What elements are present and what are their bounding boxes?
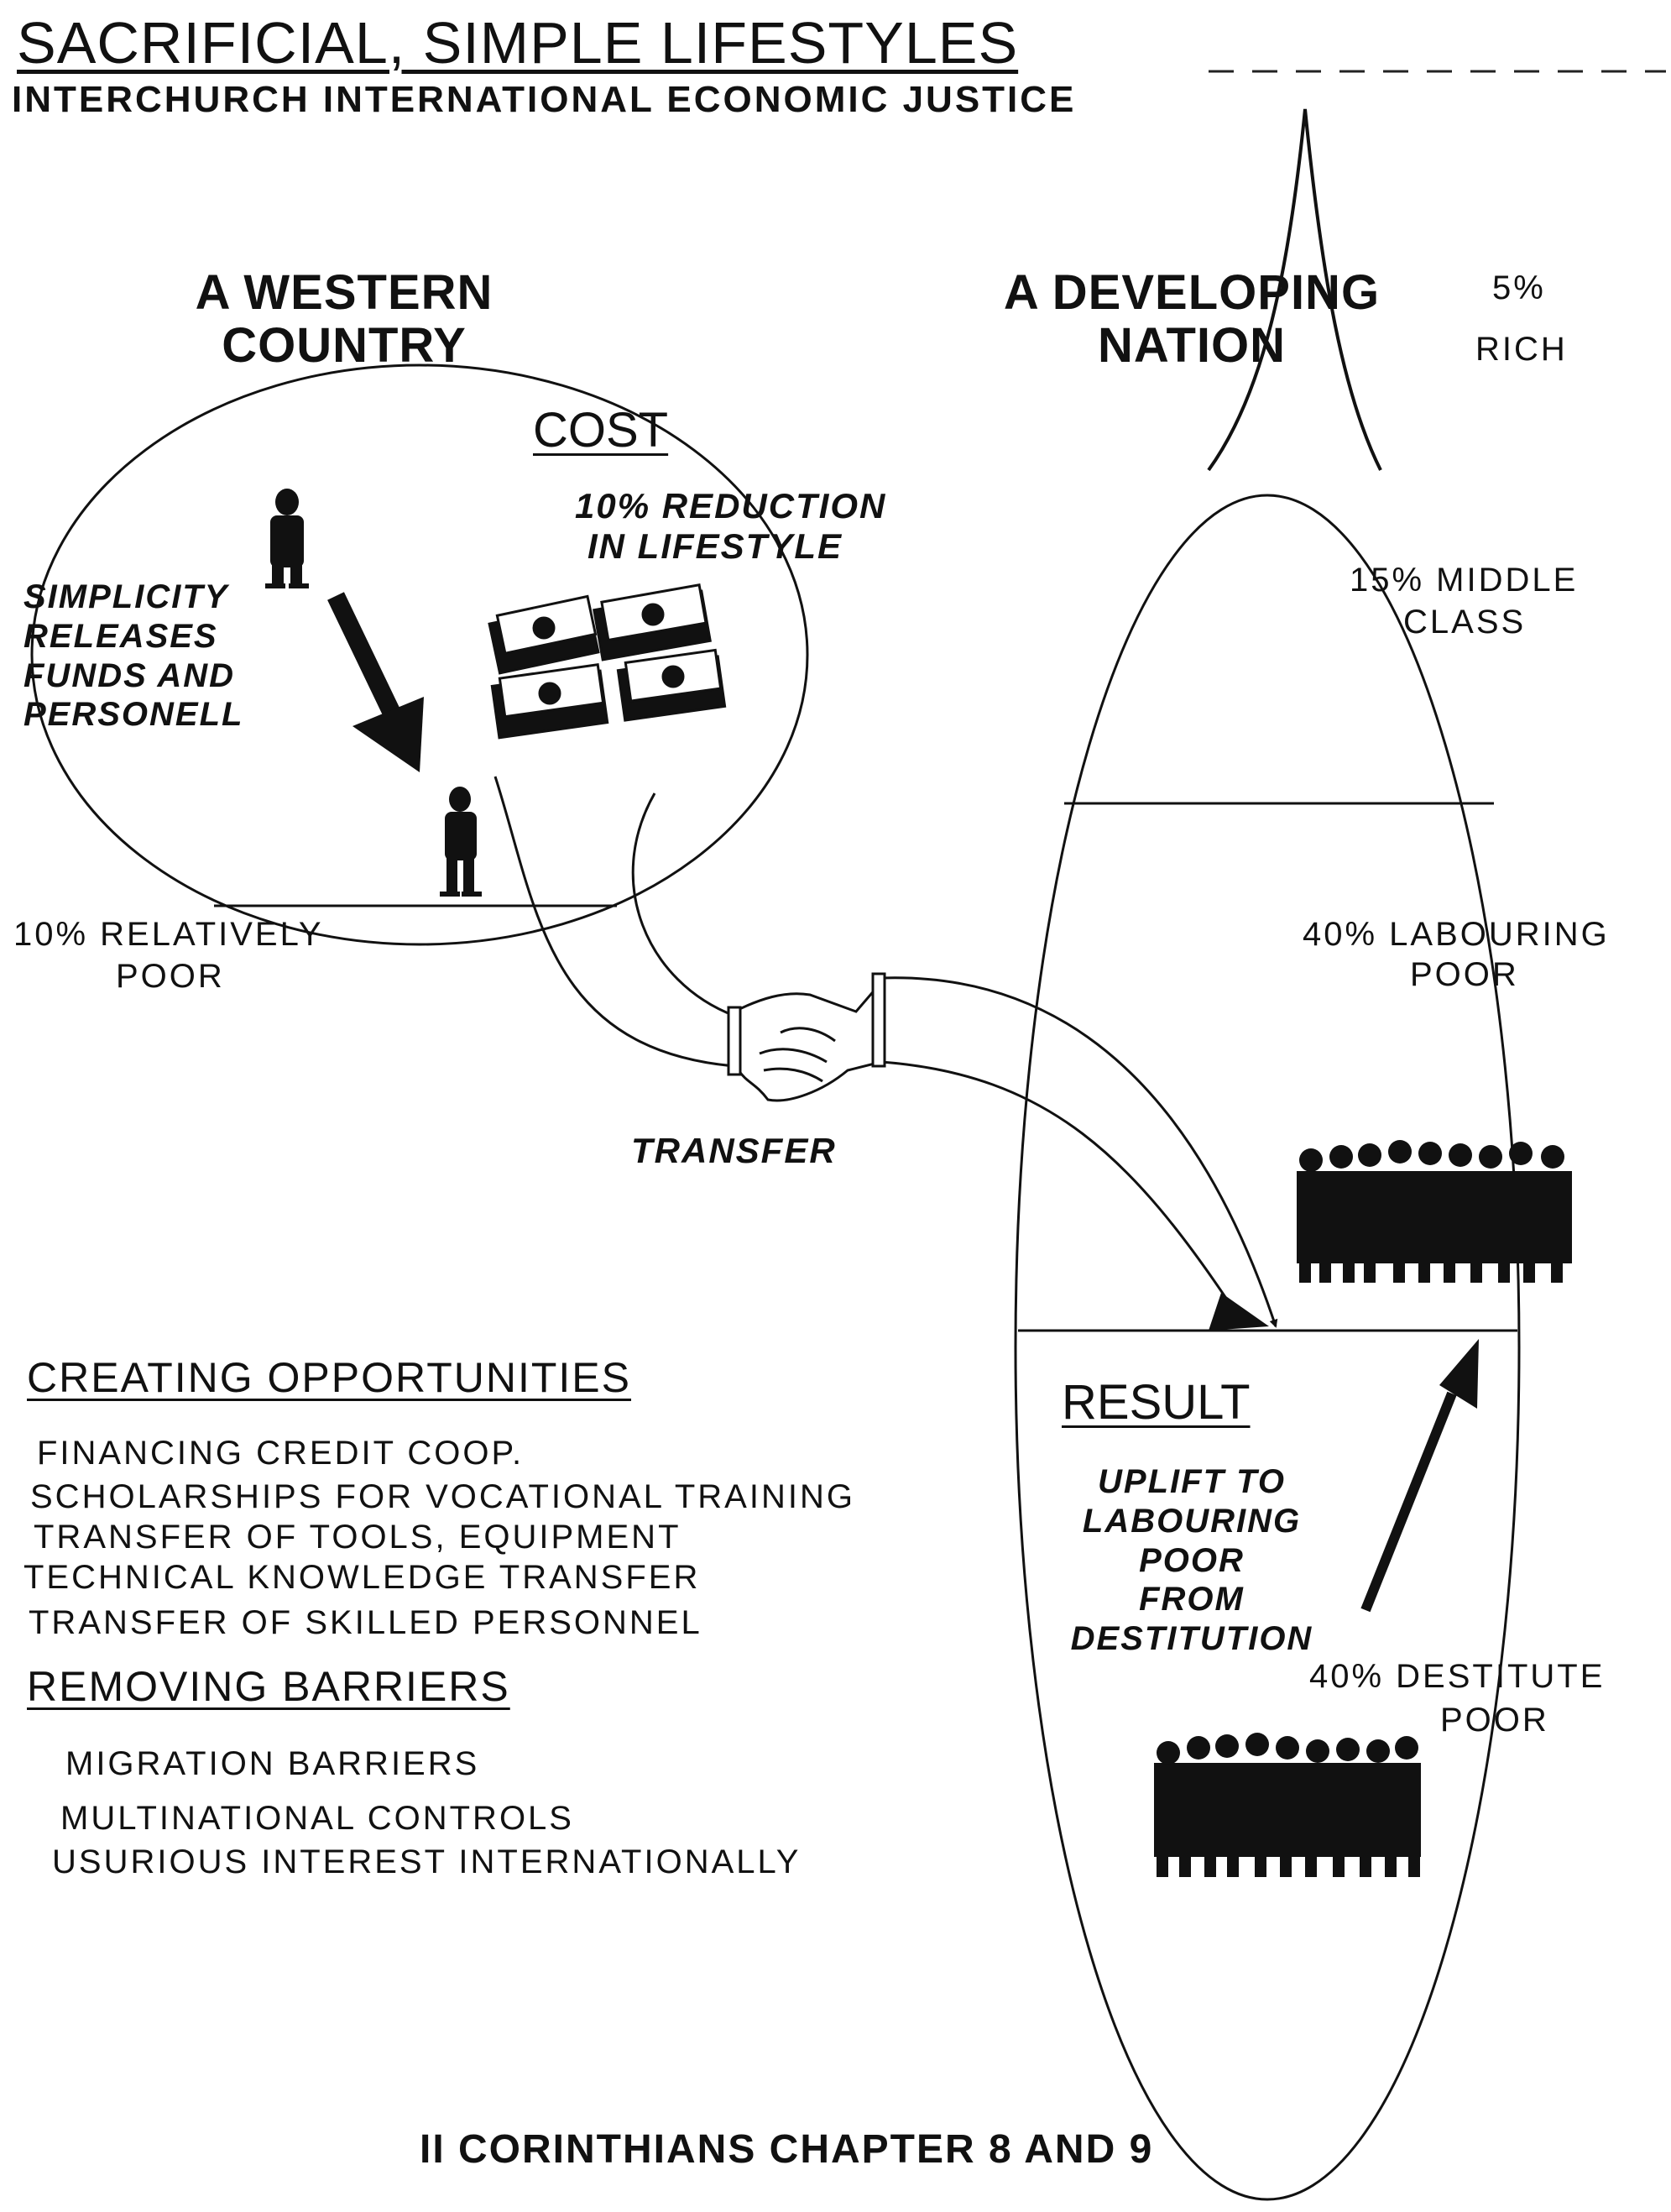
- transfer-arms: [493, 776, 1278, 1328]
- opportunity-item-2: SCHOLARSHIPS FOR VOCATIONAL TRAINING: [30, 1478, 855, 1515]
- opportunity-item-4: TECHNICAL KNOWLEDGE TRANSFER: [23, 1559, 701, 1596]
- destitute-poor-line2: POOR: [1440, 1702, 1549, 1739]
- simplicity-arrow: [327, 592, 424, 772]
- destitute-poor-line1: 40% DESTITUTE: [1309, 1658, 1606, 1695]
- cost-label: COST: [533, 403, 669, 458]
- uplift-arrow: [1360, 1339, 1479, 1613]
- relatively-poor-line1: 10% RELATIVELY: [13, 916, 324, 953]
- scripture-reference: II CORINTHIANS CHAPTER 8 AND 9: [420, 2127, 1154, 2172]
- page-title: SACRIFICIAL, SIMPLE LIFESTYLES: [17, 10, 1019, 76]
- opportunity-item-3: TRANSFER OF TOOLS, EQUIPMENT: [34, 1519, 681, 1556]
- money-stack-icon: [488, 583, 727, 740]
- western-heading-line2: COUNTRY: [222, 317, 467, 373]
- transfer-label: TRANSFER: [631, 1131, 837, 1170]
- crowd-labouring-icon: [1297, 1140, 1572, 1283]
- barrier-item-1: MIGRATION BARRIERS: [65, 1745, 480, 1782]
- rich-label: RICH: [1475, 331, 1568, 368]
- uplift-line1: UPLIFT TO: [1098, 1463, 1286, 1500]
- developing-nation-oval: [1014, 494, 1521, 2201]
- middle-class-line2: CLASS: [1403, 604, 1527, 641]
- simplicity-line1: SIMPLICITY: [23, 578, 229, 615]
- cost-text-line1: 10% REDUCTION: [575, 486, 887, 526]
- barrier-item-3: USURIOUS INTEREST INTERNATIONALLY: [52, 1843, 802, 1880]
- relatively-poor-line2: POOR: [116, 958, 225, 995]
- person-bottom-icon: [440, 787, 482, 897]
- uplift-line3: POOR: [1139, 1541, 1245, 1579]
- rich-percent: 5%: [1492, 269, 1546, 306]
- rich-spire: [1207, 108, 1382, 472]
- handshake-icon: [727, 972, 886, 1102]
- page-subtitle: INTERCHURCH INTERNATIONAL ECONOMIC JUSTI…: [12, 79, 1077, 120]
- simplicity-line3: FUNDS AND: [23, 656, 236, 694]
- simplicity-line4: PERSONELL: [23, 696, 244, 734]
- crowd-destitute-icon: [1154, 1733, 1421, 1877]
- person-top-icon: [265, 489, 309, 588]
- barriers-heading: REMOVING BARRIERS: [27, 1663, 510, 1710]
- western-heading: A WESTERN COUNTRY: [143, 265, 546, 373]
- uplift-line2: LABOURING: [1082, 1502, 1302, 1540]
- cost-text-line2: IN LIFESTYLE: [587, 526, 843, 566]
- opportunity-item-5: TRANSFER OF SKILLED PERSONNEL: [29, 1604, 702, 1641]
- opportunity-item-1: FINANCING CREDIT COOP.: [37, 1435, 525, 1472]
- uplift-line4: FROM: [1139, 1581, 1245, 1618]
- opportunities-heading: CREATING OPPORTUNITIES: [27, 1354, 632, 1401]
- western-heading-line1: A WESTERN: [195, 265, 493, 320]
- transfer-arrowhead: [1209, 1293, 1269, 1331]
- result-label: RESULT: [1062, 1375, 1251, 1430]
- developing-heading: A DEVELOPING NATION: [974, 265, 1410, 373]
- simplicity-text: SIMPLICITY RELEASES FUNDS AND PERSONELL: [23, 578, 243, 735]
- developing-heading-line2: NATION: [1097, 317, 1286, 373]
- barrier-item-2: MULTINATIONAL CONTROLS: [60, 1800, 574, 1837]
- western-country-oval: [30, 363, 809, 946]
- simplicity-line2: RELEASES: [23, 617, 218, 655]
- labouring-poor-line2: POOR: [1410, 956, 1519, 993]
- developing-heading-line1: A DEVELOPING: [1003, 265, 1381, 320]
- uplift-text: UPLIFT TO LABOURING POOR FROM DESTITUTIO…: [1053, 1462, 1330, 1659]
- uplift-line5: DESTITUTION: [1070, 1620, 1313, 1658]
- middle-class-line1: 15% MIDDLE: [1350, 562, 1579, 599]
- labouring-poor-line1: 40% LABOURING: [1303, 916, 1610, 953]
